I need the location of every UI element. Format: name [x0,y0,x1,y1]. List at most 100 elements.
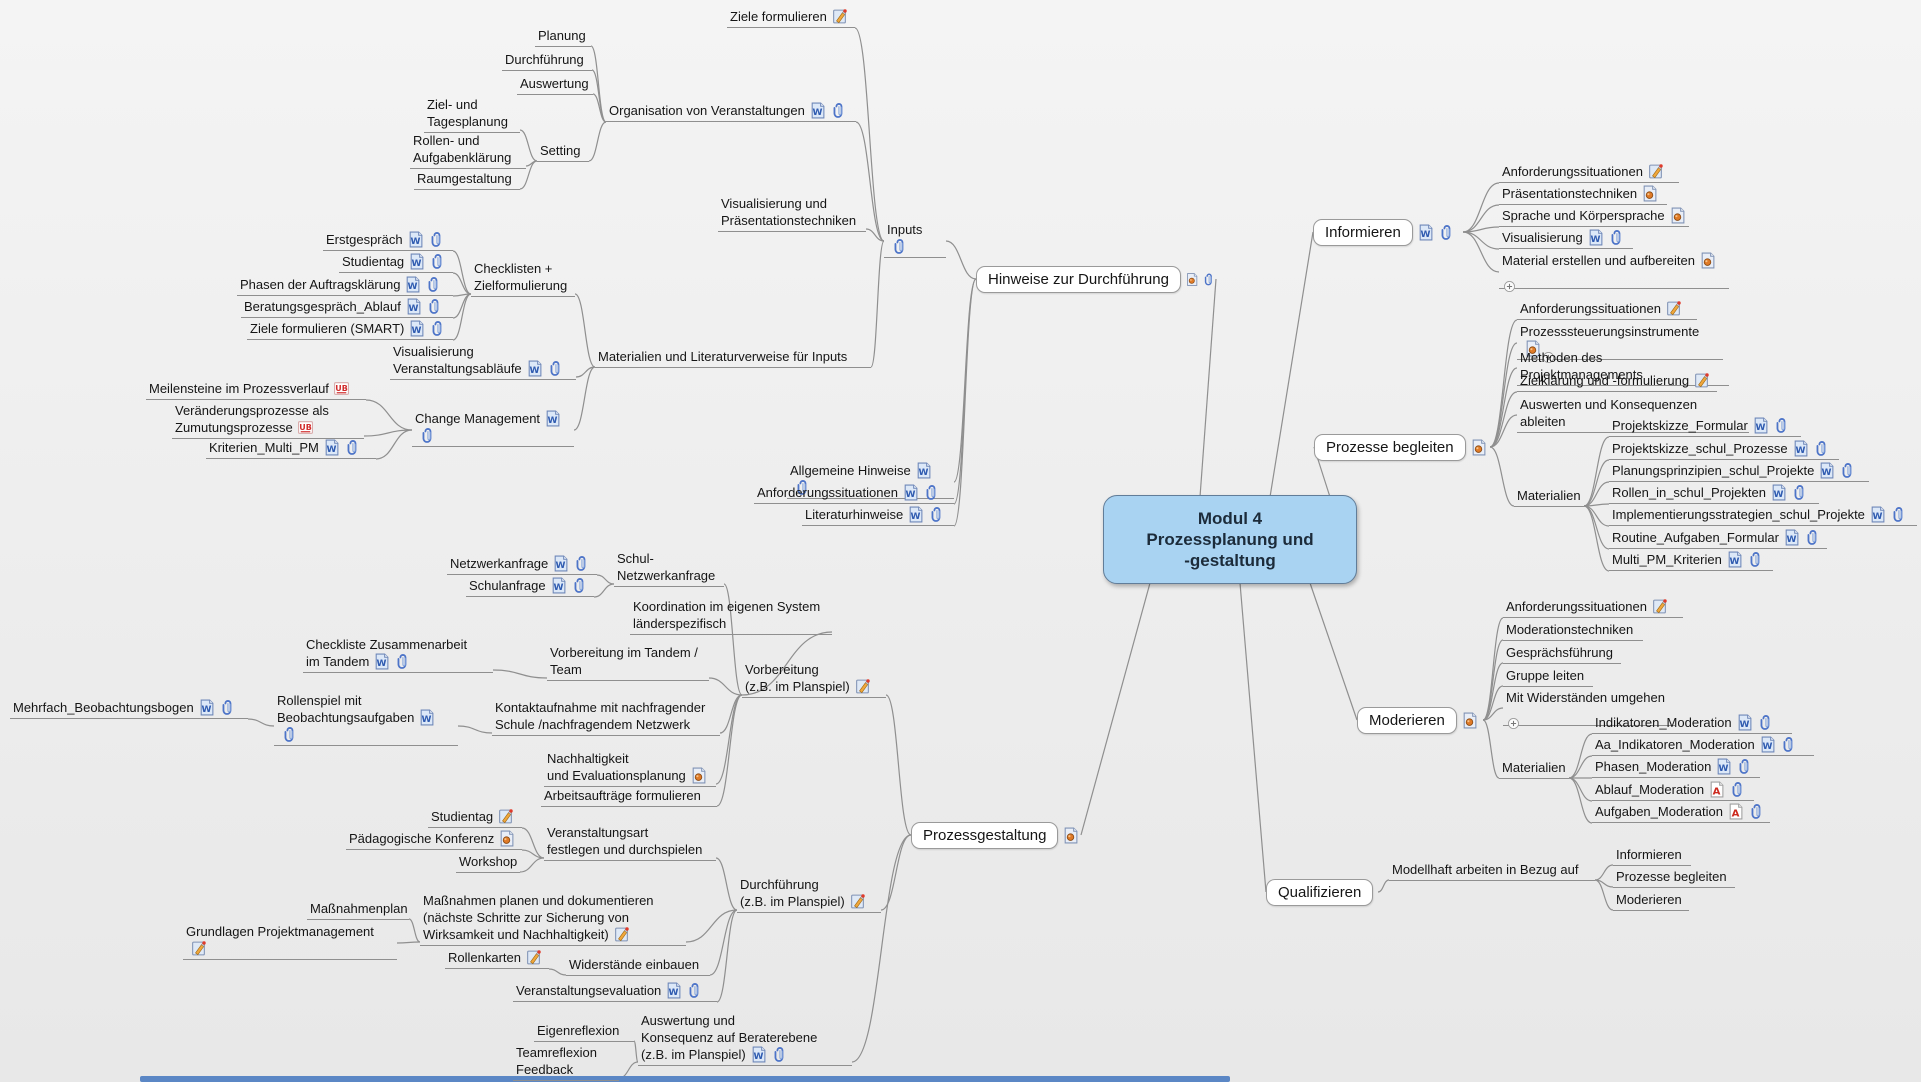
paperclip-icon[interactable] [923,484,940,501]
word-doc-icon[interactable]: W [915,462,932,479]
node-rollen-aufgaben[interactable]: Rollen- und Aufgabenklärung [410,132,526,169]
word-doc-icon[interactable]: W [1587,229,1604,246]
word-doc-icon[interactable]: W [1417,224,1434,241]
paperclip-icon[interactable] [830,102,847,119]
word-doc-icon[interactable]: W [1783,529,1800,546]
node-prozesse-box[interactable]: Prozesse begleiten [1314,433,1490,461]
word-doc-icon[interactable]: W [323,439,340,456]
node-arbeitsauftraege[interactable]: Arbeitsaufträge formulieren [541,787,717,807]
node-q-prozesse[interactable]: Prozesse begleiten [1613,868,1735,888]
node-pb-materialien[interactable]: Materialien [1514,487,1584,507]
word-doc-icon[interactable]: W [1715,758,1732,775]
node-auswertung[interactable]: Auswertung [517,75,593,95]
note-icon[interactable] [1524,340,1541,357]
node-inf-anford[interactable]: Anforderungssituationen [1499,163,1679,183]
edit-note-icon[interactable] [525,949,542,966]
node-inf-praes[interactable]: Präsentationstechniken [1499,185,1667,205]
edit-note-icon[interactable] [1665,300,1682,317]
paperclip-icon[interactable] [428,231,445,248]
pdf-icon[interactable]: A [1708,781,1725,798]
edit-note-icon[interactable] [497,808,514,825]
edit-note-icon[interactable] [849,893,866,910]
paperclip-icon[interactable] [794,479,811,496]
node-pb-instrumente[interactable]: Prozesssteuerungsinstrumente [1517,323,1723,363]
word-doc-icon[interactable]: W [552,555,569,572]
note-icon[interactable] [1470,439,1487,456]
node-q-modellhaft[interactable]: Modellhaft arbeiten in Bezug auf [1389,861,1595,881]
node-planung[interactable]: Planung [535,27,591,47]
paperclip-icon[interactable] [344,439,361,456]
edit-note-icon[interactable] [1647,163,1664,180]
note-icon[interactable] [1699,252,1716,269]
paperclip-icon[interactable] [394,653,411,670]
note-icon[interactable] [1669,207,1686,224]
node-vis-praes[interactable]: Visualisierung und Präsentationstechnike… [718,195,866,232]
note-icon[interactable] [1062,827,1079,844]
node-ziel-tagesplanung[interactable]: Ziel- und Tagesplanung [424,96,520,133]
node-q-moderieren[interactable]: Moderieren [1613,891,1689,911]
pdf-icon[interactable]: A [1727,803,1744,820]
node-pb-auswerten[interactable]: Auswerten und Konsequenzen ableiten [1517,396,1749,433]
paperclip-icon[interactable] [573,555,590,572]
word-doc-icon[interactable]: W [373,653,390,670]
edit-note-icon[interactable] [831,8,848,25]
paperclip-icon[interactable] [571,577,588,594]
word-doc-icon[interactable]: W [198,699,215,716]
edit-note-icon[interactable] [1651,598,1668,615]
paperclip-icon[interactable] [1791,484,1808,501]
node-massnahmenplan[interactable]: Maßnahmenplan [307,900,409,920]
node-paed-konferenz[interactable]: Pädagogische Konferenz [346,830,522,850]
node-durchfuehrung[interactable]: Durchführung [502,51,592,71]
word-doc-icon[interactable]: W [902,484,919,501]
node-kontaktaufnahme[interactable]: Kontaktaufnahme mit nachfragender Schule… [492,699,720,736]
edit-note-icon[interactable] [854,678,871,695]
node-pb-anford[interactable]: Anforderungssituationen [1517,300,1697,320]
word-doc-icon[interactable]: W [550,577,567,594]
edit-note-icon[interactable] [613,926,630,943]
paperclip-icon[interactable] [1736,758,1753,775]
node-mo-anford[interactable]: Anforderungssituationen [1503,598,1683,618]
web-link-icon[interactable]: UB [297,419,314,436]
word-doc-icon[interactable]: W [404,276,421,293]
paperclip-icon[interactable] [425,276,442,293]
node-schul-netzwerk[interactable]: Schul- Netzwerkanfrage [614,550,724,587]
paperclip-icon[interactable] [426,298,443,315]
paperclip-icon[interactable] [1438,224,1455,241]
word-doc-icon[interactable]: W [809,102,826,119]
paperclip-icon[interactable] [771,1046,788,1063]
node-pb-zielklaerung[interactable]: Zielklärung und -formulierung [1517,372,1717,392]
node-inf-material[interactable]: Material erstellen und aufbereiten [1499,252,1729,292]
node-eigenreflexion[interactable]: Eigenreflexion [534,1022,634,1042]
word-doc-icon[interactable]: W [418,709,435,726]
paperclip-icon[interactable] [1804,529,1821,546]
node-veraenderung[interactable]: Veränderungsprozesse als Zumutungsprozes… [172,402,364,439]
node-mat-lit[interactable]: Materialien und Literaturverweise für In… [595,348,871,368]
node-setting[interactable]: Setting [537,142,589,162]
word-doc-icon[interactable]: W [407,231,424,248]
paperclip-icon[interactable] [1839,462,1856,479]
word-doc-icon[interactable]: W [1869,506,1886,523]
node-durchf-planspiel[interactable]: Durchführung (z.B. im Planspiel) [737,876,881,913]
node-pb-methoden[interactable]: Methoden des Projektmanagements [1517,349,1729,386]
expand-plus-icon[interactable] [1503,280,1516,293]
node-veranstaltungsart[interactable]: Veranstaltungsart festlegen und durchspi… [544,824,716,861]
node-mo-technik[interactable]: Moderationstechniken [1503,621,1643,641]
word-doc-icon[interactable]: W [1770,484,1787,501]
note-icon[interactable] [498,830,515,847]
word-doc-icon[interactable]: W [405,298,422,315]
